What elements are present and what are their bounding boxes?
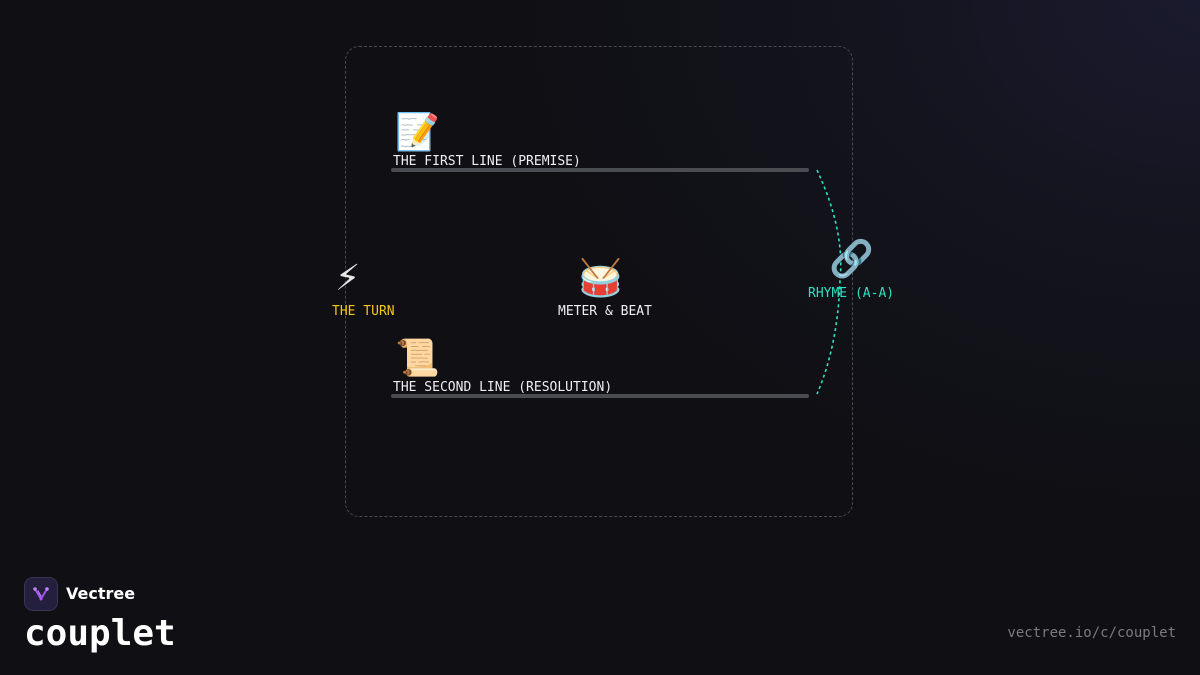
page-title: couplet (24, 613, 176, 654)
memo-icon: 📝 (395, 112, 440, 153)
page-url[interactable]: vectree.io/c/couplet (1007, 625, 1176, 641)
drum-icon: 🥁 (578, 258, 623, 299)
scroll-icon: 📜 (395, 338, 440, 379)
turn-label: THE TURN (332, 304, 395, 319)
first-line-bar (391, 168, 809, 172)
second-line-label: THE SECOND LINE (RESOLUTION) (393, 380, 613, 395)
lightning-icon: ⚡ (335, 258, 361, 299)
brand-name: Vectree (66, 584, 136, 603)
rhyme-label: RHYME (A-A) (808, 286, 895, 301)
link-icon: 🔗 (829, 239, 874, 280)
meter-label: METER & BEAT (558, 304, 652, 319)
vectree-logo[interactable] (24, 577, 58, 611)
first-line-label: THE FIRST LINE (PREMISE) (393, 154, 581, 169)
second-line-bar (391, 394, 809, 398)
diagram-frame (345, 46, 853, 517)
vectree-logo-icon (33, 587, 49, 601)
